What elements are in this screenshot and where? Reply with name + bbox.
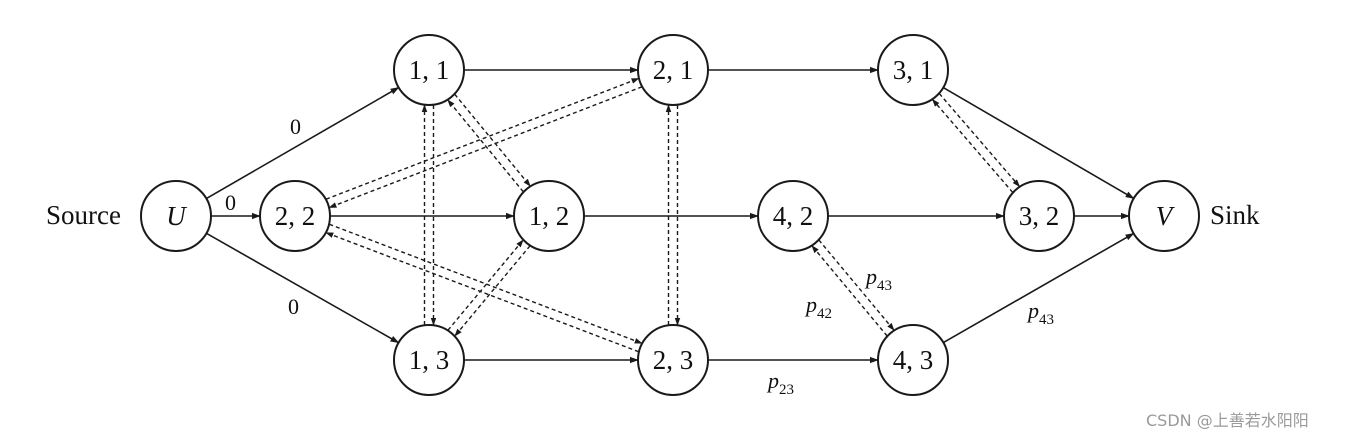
edge-U-to-n11: [205, 86, 400, 200]
node-label: 4, 3: [893, 345, 934, 375]
node-circle: [259, 180, 331, 252]
node-label: U: [166, 201, 187, 231]
node-n23: 2, 3: [637, 324, 709, 396]
node-circle: [877, 324, 949, 396]
node-V: V: [1128, 180, 1200, 252]
node-circle: [637, 324, 709, 396]
node-n12: 1, 2: [513, 180, 585, 252]
node-label: V: [1156, 201, 1176, 231]
node-n43: 4, 3: [877, 324, 949, 396]
dashed-edge-n23-to-n22: [325, 232, 639, 353]
edge-label-u-11: 0: [290, 114, 301, 139]
node-label: 2, 1: [653, 55, 694, 85]
dashed-edge-n22-to-n23: [329, 223, 643, 344]
node-circle: [393, 34, 465, 106]
edge-label-p43-dashed: p43: [864, 264, 892, 294]
dashed-edge-n12-to-n11: [447, 99, 524, 193]
node-label: 1, 3: [409, 345, 450, 375]
node-circle: [877, 34, 949, 106]
node-U: U: [140, 180, 212, 252]
node-label: 2, 3: [653, 345, 694, 375]
dashed-edge-n22-to-n21: [325, 77, 640, 200]
source-label: Source: [46, 200, 121, 230]
dashed-edge-n32-to-n31: [931, 98, 1014, 193]
edge-label-u-13: 0: [288, 294, 299, 319]
node-circle: [637, 34, 709, 106]
watermark-text: CSDN @上善若水阳阳: [1146, 411, 1309, 430]
node-n21: 2, 1: [637, 34, 709, 106]
edge-label-p42: p42: [804, 292, 832, 322]
node-circle: [757, 180, 829, 252]
dashed-edge-n31-to-n32: [938, 93, 1021, 188]
node-label: 2, 2: [275, 201, 316, 231]
edge-n43-to-V: [942, 232, 1135, 344]
node-label: 3, 2: [1019, 201, 1060, 231]
dashed-edge-n21-to-n22: [328, 86, 643, 209]
dashed-edge-n13-to-n12: [447, 239, 524, 331]
node-circle: [513, 180, 585, 252]
dashed-edge-n12-to-n13: [454, 245, 531, 337]
edge-n31-to-V: [942, 86, 1135, 200]
node-circle: [140, 180, 212, 252]
edge-U-to-n13: [206, 232, 400, 344]
edge-label-p23: p23: [766, 368, 794, 398]
dashed-edge-n42-to-n43: [818, 239, 895, 331]
node-n31: 3, 1: [877, 34, 949, 106]
node-n32: 3, 2: [1003, 180, 1075, 252]
node-n13: 1, 3: [393, 324, 465, 396]
edge-label-u-22: 0: [225, 190, 236, 215]
node-label: 3, 1: [893, 55, 934, 85]
node-n11: 1, 1: [393, 34, 465, 106]
node-label: 4, 2: [773, 201, 814, 231]
node-n42: 4, 2: [757, 180, 829, 252]
node-circle: [1128, 180, 1200, 252]
node-label: 1, 1: [409, 55, 450, 85]
edges-layer: [205, 66, 1135, 364]
dashed-edge-n11-to-n12: [454, 93, 531, 187]
nodes-layer: U V 1, 1 2, 1 3, 1 2, 2 1, 2 4, 2 3, 2 1, 3 2, 3 4,…: [140, 34, 1200, 396]
dashed-edge-n43-to-n42: [811, 245, 888, 337]
node-circle: [393, 324, 465, 396]
edge-label-p43-to-sink: p43: [1026, 298, 1054, 328]
node-n22: 2, 2: [259, 180, 331, 252]
sink-label: Sink: [1210, 200, 1260, 230]
node-circle: [1003, 180, 1075, 252]
node-label: 1, 2: [529, 201, 570, 231]
